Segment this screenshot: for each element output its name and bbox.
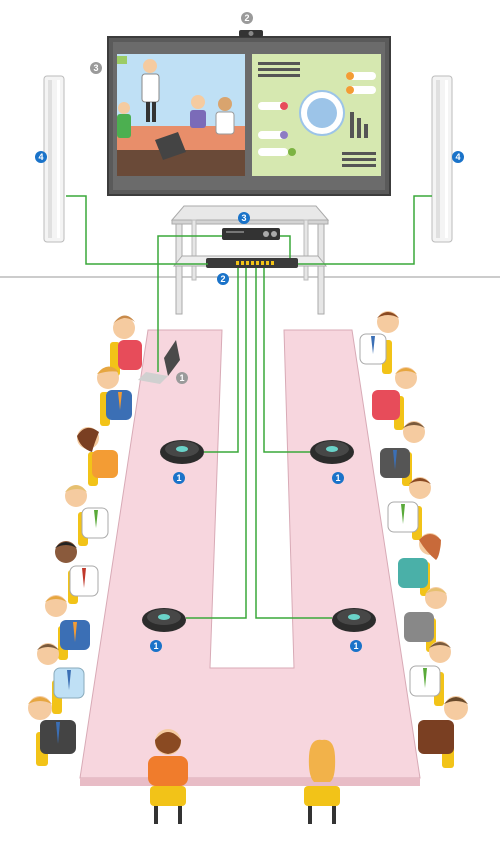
svg-text:2: 2 [244, 13, 249, 23]
attendee-right-1 [359, 311, 399, 374]
svg-text:1: 1 [176, 473, 181, 483]
audio-controller-icon [222, 228, 280, 240]
camera-icon [239, 30, 263, 37]
svg-text:1: 1 [353, 641, 358, 651]
badge-mic-1: 1 [173, 472, 185, 484]
attendee-right-5 [398, 533, 441, 596]
attendee-right-8 [418, 696, 468, 768]
attendee-bottom-1 [148, 729, 188, 824]
svg-text:1: 1 [335, 473, 340, 483]
speakerphone-icon [332, 608, 376, 632]
svg-text:3: 3 [93, 63, 98, 73]
badge-controller: 3 [238, 212, 250, 224]
attendee-right-4 [387, 477, 431, 540]
svg-text:1: 1 [153, 641, 158, 651]
attendee-bottom-2 [304, 739, 340, 824]
badge-switch: 2 [217, 273, 229, 285]
badge-mic-2: 1 [332, 472, 344, 484]
badge-speaker-left: 4 [35, 151, 47, 163]
attendee-right-7 [409, 641, 451, 706]
video-call-panel [117, 54, 245, 176]
attendee-right-3 [380, 421, 425, 486]
svg-text:2: 2 [220, 274, 225, 284]
attendee-left-1 [110, 315, 142, 376]
badge-laptop: 1 [176, 372, 188, 384]
attendee-left-4 [65, 485, 109, 546]
attendee-right-2 [372, 367, 417, 430]
laptop-icon [138, 340, 180, 384]
attendee-left-6 [45, 595, 90, 660]
column-speaker-left-icon [43, 75, 65, 243]
svg-text:4: 4 [38, 152, 43, 162]
badge-display: 3 [90, 62, 102, 74]
cabling [66, 195, 432, 619]
svg-text:1: 1 [179, 373, 184, 383]
speakerphone-icon [160, 440, 204, 464]
column-speaker-right-icon [431, 75, 453, 243]
speakerphone-icon [142, 608, 186, 632]
badge-speaker-right: 4 [452, 151, 464, 163]
attendee-left-2 [97, 366, 132, 426]
speakerphone-icon [310, 440, 354, 464]
display-screen-icon [107, 36, 391, 196]
attendee-left-7 [37, 643, 85, 714]
badge-camera: 2 [241, 12, 253, 24]
svg-text:4: 4 [455, 152, 460, 162]
attendee-left-5 [55, 541, 99, 604]
attendee-left-3 [77, 427, 118, 486]
badge-mic-3: 1 [150, 640, 162, 652]
attendee-left-8 [28, 696, 76, 766]
svg-text:3: 3 [241, 213, 246, 223]
badge-mic-4: 1 [350, 640, 362, 652]
network-switch-icon [206, 258, 298, 268]
presentation-slide-panel [252, 54, 381, 176]
